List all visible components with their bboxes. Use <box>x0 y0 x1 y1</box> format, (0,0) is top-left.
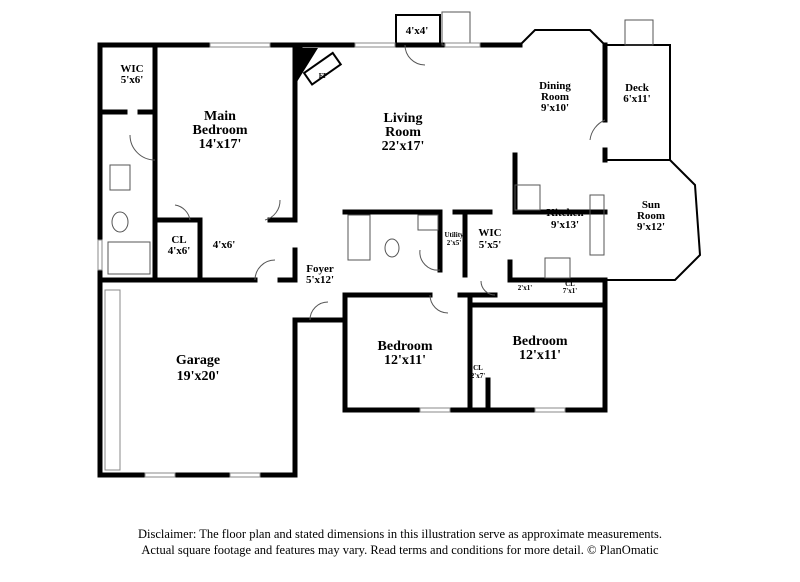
porch-outline <box>395 14 441 46</box>
walls <box>97 42 608 478</box>
fixtures <box>107 164 605 279</box>
disclaimer-line-2: Actual square footage and features may v… <box>141 543 659 557</box>
dining-bay-window <box>519 29 606 46</box>
windows <box>97 42 566 478</box>
porch-stairs <box>441 11 471 46</box>
doors <box>129 44 606 321</box>
room-label-fp: FP <box>319 72 328 80</box>
sun-room-outline <box>605 159 702 281</box>
deck-stairs <box>624 19 654 46</box>
room-label-porch: 4'x4' <box>406 25 429 37</box>
fireplace-shape <box>295 48 318 85</box>
disclaimer-line-1: Disclaimer: The floor plan and stated di… <box>138 527 662 541</box>
room-label-closet-2x1: 2'x1' <box>518 284 532 292</box>
fireplace-hearth <box>302 51 343 86</box>
room-label-closet-4x6: 4'x6' <box>213 239 236 251</box>
